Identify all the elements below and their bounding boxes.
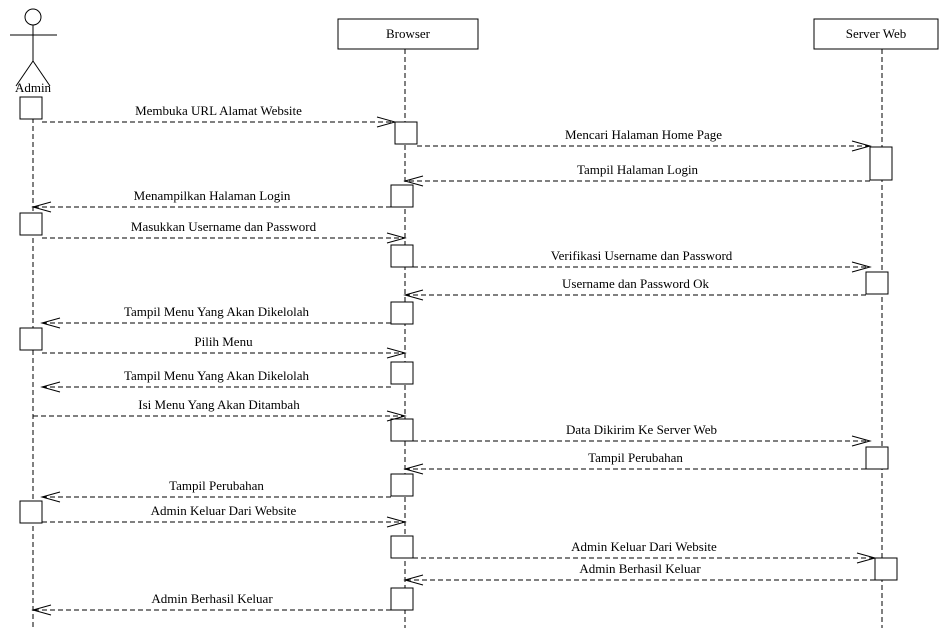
message-label: Tampil Menu Yang Akan Dikelolah xyxy=(124,304,310,319)
admin-actor-icon xyxy=(10,8,57,87)
arrowhead-icon xyxy=(40,381,61,393)
browser-lifeline-header xyxy=(337,18,479,50)
activation-box xyxy=(19,500,43,524)
message-label: Tampil Perubahan xyxy=(588,450,683,465)
activation-box xyxy=(394,121,418,145)
activation-box xyxy=(390,301,414,325)
message-label: Admin Keluar Dari Website xyxy=(571,539,717,554)
activation-box xyxy=(874,557,898,581)
activation-box xyxy=(390,587,414,611)
arrowhead-icon xyxy=(386,232,407,244)
message-label: Admin Keluar Dari Website xyxy=(151,503,297,518)
arrowhead-icon xyxy=(403,289,424,301)
admin-actor-label: Admin xyxy=(15,80,52,95)
message-label: Menampilkan Halaman Login xyxy=(134,188,291,203)
arrowhead-icon xyxy=(403,574,424,586)
message-label: Admin Berhasil Keluar xyxy=(579,561,701,576)
message-label: Pilih Menu xyxy=(194,334,253,349)
activation-boxes xyxy=(19,96,898,611)
activation-box xyxy=(865,446,889,470)
activation-box xyxy=(19,96,43,120)
activation-box xyxy=(390,244,414,268)
activation-box xyxy=(390,535,414,559)
activation-box xyxy=(390,184,414,208)
arrowhead-icon xyxy=(403,463,424,475)
arrowhead-icon xyxy=(31,201,52,213)
server-lifeline-header xyxy=(813,18,939,50)
arrowhead-icon xyxy=(403,175,424,187)
message-label: Tampil Menu Yang Akan Dikelolah xyxy=(124,368,310,383)
activation-box xyxy=(390,418,414,442)
browser-lifeline-label: Browser xyxy=(386,26,431,41)
arrowhead-icon xyxy=(31,604,52,616)
activation-box xyxy=(390,361,414,385)
message-label: Username dan Password Ok xyxy=(562,276,709,291)
message-label: Tampil Perubahan xyxy=(169,478,264,493)
arrowhead-icon xyxy=(851,435,872,447)
message-label: Masukkan Username dan Password xyxy=(131,219,317,234)
activation-box xyxy=(19,327,43,351)
activation-box xyxy=(869,146,893,181)
arrowhead-icon xyxy=(386,347,407,359)
activation-box xyxy=(19,212,43,236)
message-label: Verifikasi Username dan Password xyxy=(551,248,733,263)
arrowhead-icon xyxy=(40,491,61,503)
message-label: Membuka URL Alamat Website xyxy=(135,103,302,118)
arrowhead-icon xyxy=(856,552,877,564)
activation-box xyxy=(390,473,414,497)
arrowhead-icon xyxy=(386,410,407,422)
message-label: Data Dikirim Ke Server Web xyxy=(566,422,717,437)
arrowhead-icon xyxy=(851,140,872,152)
arrowhead-icon xyxy=(851,261,872,273)
message-label: Admin Berhasil Keluar xyxy=(151,591,273,606)
message-label: Mencari Halaman Home Page xyxy=(565,127,722,142)
arrowhead-icon xyxy=(376,116,397,128)
message-label: Isi Menu Yang Akan Ditambah xyxy=(138,397,300,412)
arrowhead-icon xyxy=(386,516,407,528)
message-label: Tampil Halaman Login xyxy=(577,162,699,177)
server-lifeline-label: Server Web xyxy=(846,26,906,41)
arrowhead-icon xyxy=(40,317,61,329)
activation-box xyxy=(865,271,889,295)
